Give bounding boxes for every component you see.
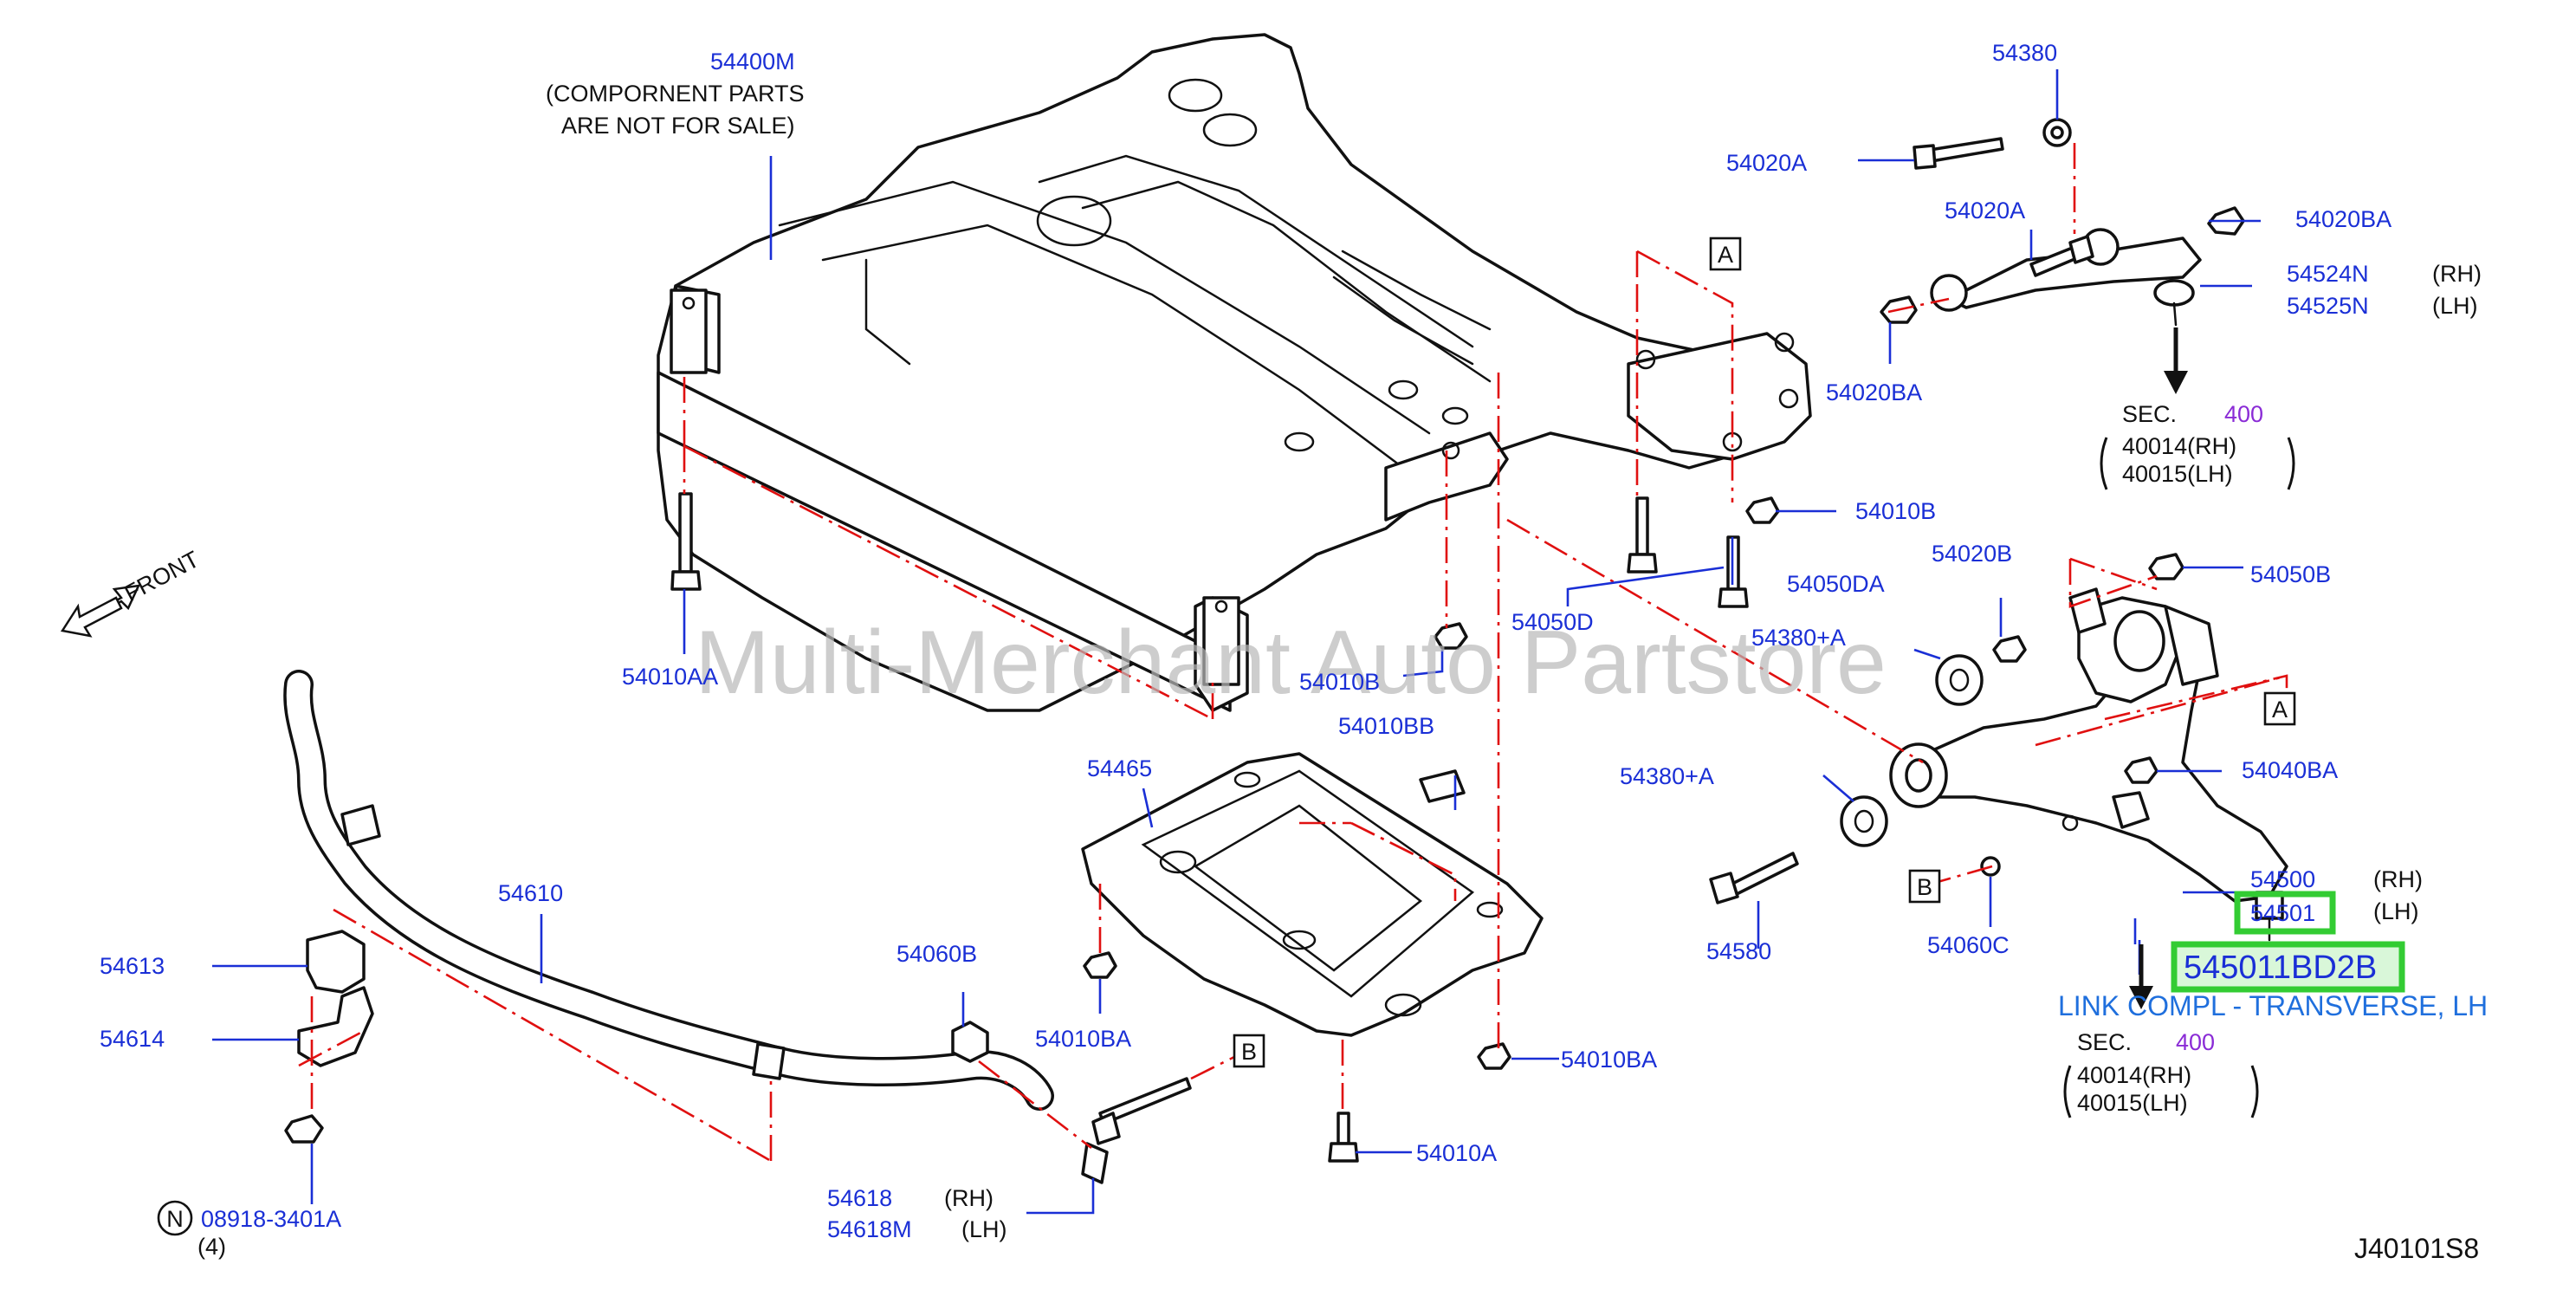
part-number-545011bd2b: 545011BD2B — [2184, 950, 2377, 986]
ref-box-a-right: A — [2263, 691, 2296, 726]
callout-54501: 54501 — [2250, 900, 2315, 926]
ref-box-b-arm: B — [1908, 869, 1941, 904]
callout-54380: 54380 — [1992, 40, 2057, 66]
callout-54525n: 54525N — [2287, 293, 2369, 319]
highlight-part-number[interactable]: 545011BD2B — [2171, 941, 2405, 993]
svg-text:A: A — [1718, 242, 1733, 268]
sec-2: SEC. — [2077, 1029, 2132, 1055]
callout-54610: 54610 — [498, 880, 563, 906]
ref-40015-2: 40015(LH) — [2077, 1090, 2188, 1116]
sec-1-num: 400 — [2224, 401, 2263, 427]
lh-3: (LH) — [2373, 898, 2419, 924]
rh-1: (RH) — [2432, 261, 2482, 287]
rh-2: (RH) — [944, 1185, 994, 1211]
callout-54010bb: 54010BB — [1338, 713, 1434, 739]
front-label: FRONT — [120, 546, 204, 606]
callout-54618m: 54618M — [827, 1216, 912, 1242]
callout-54050b: 54050B — [2250, 561, 2331, 587]
callout-54010b-2: 54010B — [1299, 669, 1380, 695]
svg-text:A: A — [2272, 697, 2288, 723]
callout-54500: 54500 — [2250, 866, 2315, 892]
callout-54465: 54465 — [1087, 755, 1152, 781]
fasteners — [670, 492, 1780, 1163]
quantity-4: (4) — [197, 1234, 226, 1260]
callout-54020ba-2: 54020BA — [1826, 379, 1922, 405]
watermark: Multi-Merchant Auto Partstore — [695, 613, 1887, 713]
callout-54010ba-1: 54010BA — [1035, 1026, 1131, 1052]
callout-54020ba-1: 54020BA — [2295, 206, 2392, 232]
callout-54010aa: 54010AA — [622, 664, 718, 690]
nut-08918 — [284, 1114, 324, 1144]
bolt-54580 — [1709, 852, 1799, 904]
callout-54050da: 54050DA — [1787, 571, 1885, 597]
callout-54618: 54618 — [827, 1185, 892, 1211]
ref-box-b-link: B — [1233, 1034, 1265, 1068]
callout-54060b: 54060B — [896, 941, 977, 967]
svg-text:B: B — [1241, 1039, 1257, 1065]
ref-box-a-top: A — [1709, 237, 1742, 271]
upper-arm — [1930, 228, 2202, 327]
callout-54400m: 54400M — [710, 49, 795, 75]
note-line-2: ARE NOT FOR SALE) — [561, 113, 795, 139]
lower-arm-54500 — [1889, 587, 2288, 942]
callout-54524n: 54524N — [2287, 261, 2369, 287]
nut-54040ba — [2124, 756, 2159, 784]
note-line-1: (COMPORNENT PARTS — [546, 81, 805, 107]
ref-40014-2: 40014(RH) — [2077, 1062, 2191, 1088]
sec-2-num: 400 — [2176, 1029, 2215, 1055]
leader-lines — [212, 69, 2261, 1215]
front-arrow-icon — [60, 584, 141, 638]
callout-labels: 54400M (COMPORNENT PARTS ARE NOT FOR SAL… — [100, 40, 2482, 1260]
svg-text:B: B — [1917, 874, 1932, 900]
callout-54614: 54614 — [100, 1026, 165, 1052]
callout-54020b: 54020B — [1932, 541, 2012, 567]
section-arrows — [2129, 327, 2188, 1009]
bushing-54060b — [951, 1021, 989, 1063]
link-54618 — [1081, 1077, 1192, 1184]
lh-1: (LH) — [2432, 293, 2478, 319]
nut-54050b — [2148, 553, 2184, 580]
ref-40015-1: 40015(LH) — [2122, 461, 2233, 487]
construction-lines — [298, 143, 2288, 1163]
clip-54010bb — [1419, 769, 1466, 803]
diagram-code: J40101S8 — [2354, 1233, 2479, 1264]
callout-54020a-2: 54020A — [1945, 198, 2025, 224]
bolt-54020a-mid — [2029, 235, 2094, 277]
ref-40014-1: 40014(RH) — [2122, 433, 2236, 459]
callout-54613: 54613 — [100, 953, 165, 979]
callout-54010ba-2: 54010BA — [1561, 1047, 1657, 1073]
bushing-54380a — [1840, 654, 1984, 847]
reinforcement-plate-54465 — [1081, 752, 1544, 1037]
callout-54380a-1: 54380+A — [1751, 625, 1846, 651]
stabilizer-bar-54610 — [283, 670, 1054, 1111]
callout-08918-3401a: 08918-3401A — [201, 1206, 341, 1232]
highlight-54501[interactable]: 54501 — [2234, 891, 2336, 935]
crossmember-frame — [657, 33, 1812, 712]
callout-54020a-1: 54020A — [1726, 150, 1807, 176]
bracket-54614 — [297, 986, 374, 1067]
callout-54380a-2: 54380+A — [1620, 763, 1714, 789]
callout-54060c: 54060C — [1927, 932, 2010, 958]
rh-3: (RH) — [2373, 866, 2423, 892]
bolt-54020a-top — [1913, 137, 2004, 170]
part-description: LINK COMPL - TRANSVERSE, LH — [2058, 990, 2488, 1021]
bushing-54613 — [306, 930, 366, 994]
callout-54010b-1: 54010B — [1855, 498, 1936, 524]
n-symbol: N — [157, 1200, 193, 1236]
callout-54050d: 54050D — [1511, 609, 1594, 635]
callout-54580: 54580 — [1706, 938, 1771, 964]
sec-brackets — [2063, 437, 2295, 1118]
svg-text:N: N — [166, 1206, 184, 1232]
lh-2: (LH) — [961, 1216, 1007, 1242]
sec-1: SEC. — [2122, 401, 2177, 427]
nut-54020b — [1992, 635, 2027, 663]
callout-54010a: 54010A — [1416, 1140, 1497, 1166]
callout-54040ba: 54040BA — [2242, 757, 2338, 783]
